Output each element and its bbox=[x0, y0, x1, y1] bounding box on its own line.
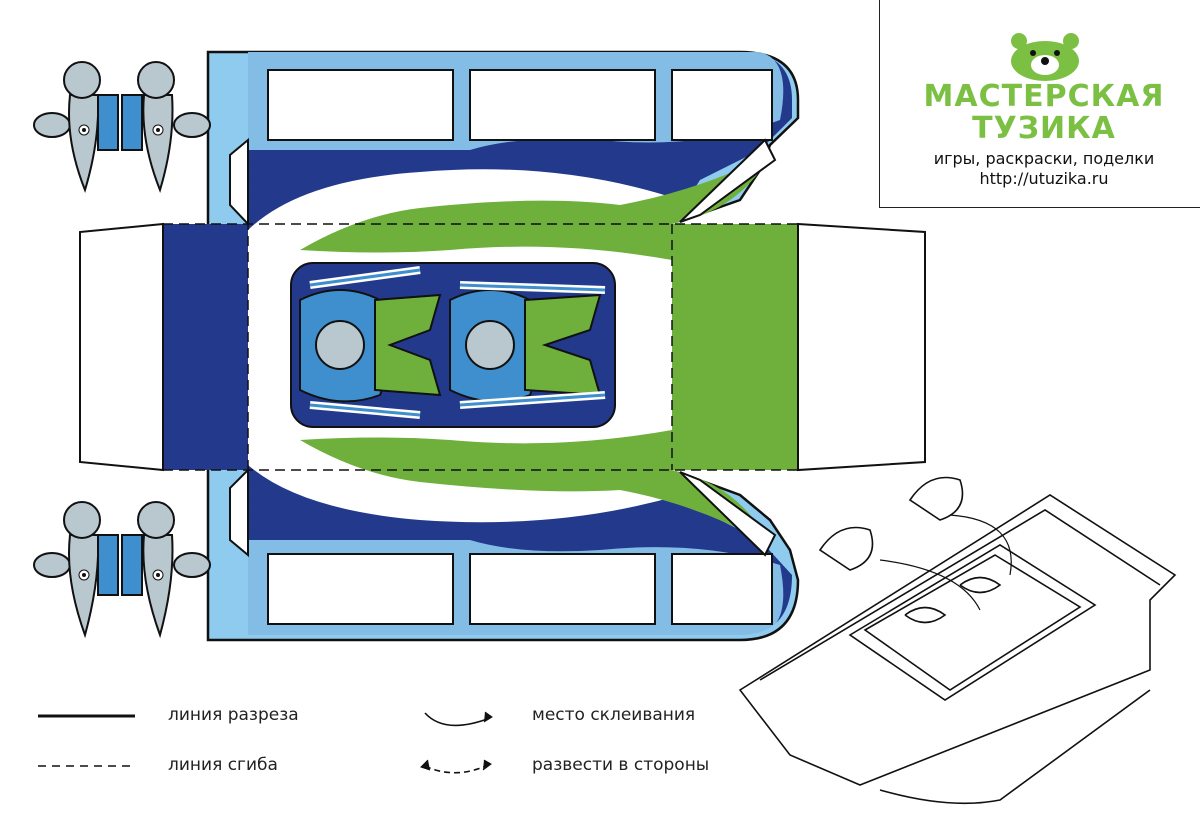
fold-lines bbox=[162, 140, 799, 555]
legend-glue-label: место склеивания bbox=[532, 705, 696, 725]
mouse-figure-top-left bbox=[33, 61, 119, 194]
mouse-figures-top bbox=[33, 61, 211, 194]
sled-green-flame-top bbox=[300, 155, 770, 260]
legend-spread-label: развести в стороны bbox=[532, 755, 710, 775]
window-top-3 bbox=[671, 69, 773, 141]
legend-graphics bbox=[38, 711, 493, 774]
logo-subtitle: игры, раскраски, поделки bbox=[933, 149, 1155, 168]
right-tab bbox=[797, 222, 926, 472]
left-tab bbox=[79, 222, 164, 472]
bear-icon bbox=[1011, 33, 1079, 81]
flap-top-right bbox=[679, 138, 777, 223]
logo-url: http://utuzika.ru bbox=[979, 169, 1109, 188]
sled-green-flame-bottom bbox=[300, 430, 770, 545]
mouse-figure-top-right bbox=[121, 61, 211, 194]
mouse-figure-bottom-right bbox=[121, 501, 211, 639]
window-bottom-1 bbox=[267, 553, 454, 625]
assembly-diagram bbox=[738, 476, 1177, 805]
legend-fold-label: линия сгиба bbox=[168, 755, 278, 775]
sled-template bbox=[79, 50, 926, 642]
logo-title-line1: МАСТЕРСКАЯ bbox=[923, 79, 1165, 114]
legend-spread-arrow bbox=[424, 764, 489, 774]
legend-cut-label: линия разреза bbox=[168, 705, 299, 725]
logo-box: МАСТЕРСКАЯ ТУЗИКА игры, раскраски, подел… bbox=[879, 0, 1200, 208]
mouse-figures-bottom bbox=[33, 501, 211, 639]
legend-glue-arrow bbox=[424, 712, 491, 727]
mouse-figure-bottom-left bbox=[33, 501, 119, 639]
flap-bottom-right bbox=[679, 471, 777, 557]
window-top-2 bbox=[469, 69, 656, 141]
seated-mouse-1 bbox=[299, 266, 442, 419]
window-bottom-2 bbox=[469, 553, 656, 625]
seated-mouse-2 bbox=[449, 281, 606, 409]
green-side-panel bbox=[672, 224, 798, 470]
dark-side-panel bbox=[163, 224, 248, 470]
logo-title-line2: ТУЗИКА bbox=[972, 111, 1116, 146]
window-top-1 bbox=[267, 69, 454, 141]
window-bottom-3 bbox=[671, 553, 773, 625]
